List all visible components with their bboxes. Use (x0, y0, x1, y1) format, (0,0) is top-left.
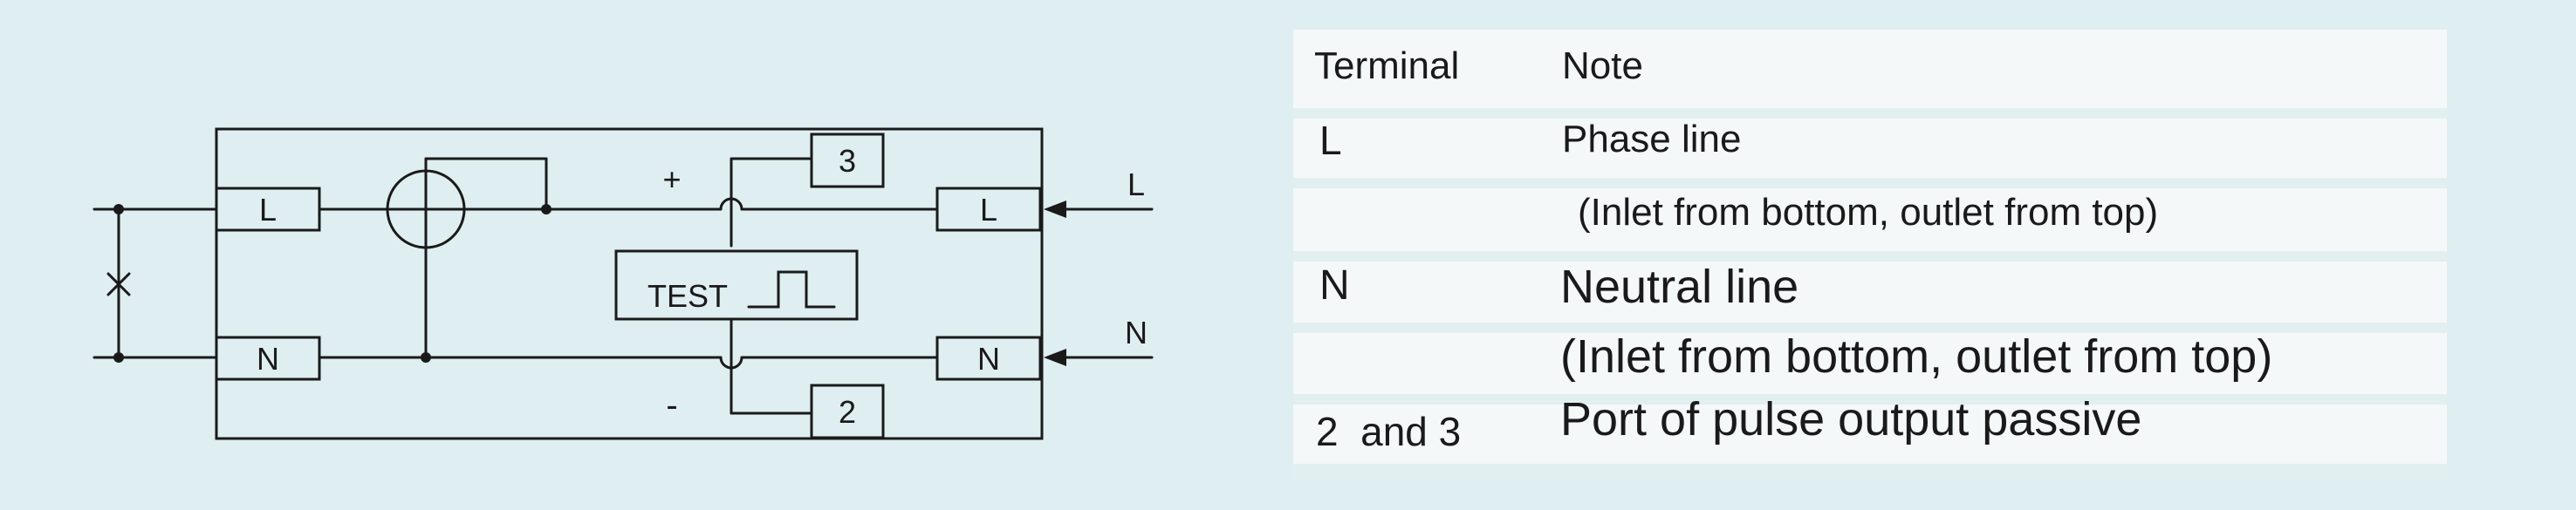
terminal-label-n-right: N (977, 341, 1000, 377)
row-note: Neutral line (1560, 261, 1799, 313)
header-note: Note (1562, 44, 1643, 87)
row-terminal: 2 and 3 (1316, 409, 1462, 454)
arrow-head-l (1044, 201, 1066, 218)
test-pulse-icon (747, 270, 836, 309)
row-note-detail: (Inlet from bottom, outlet from top) (1560, 330, 2273, 383)
terminal-label-l-left: L (259, 192, 277, 228)
pulse-port-3-label: 3 (839, 143, 856, 179)
row-divider (1293, 394, 2447, 405)
supply-label-n: N (1125, 315, 1148, 350)
terminal-box-l-right (935, 187, 1042, 232)
row-divider (1293, 108, 2447, 119)
meter-housing (215, 127, 1044, 440)
test-module-box (614, 249, 859, 321)
terminal-label-l-right: L (980, 192, 997, 228)
row-divider (1293, 178, 2447, 188)
arrow-head-n (1044, 349, 1066, 366)
row-terminal: N (1319, 262, 1350, 309)
junction-dot (421, 352, 431, 363)
pulse-port-2-label: 2 (839, 394, 856, 430)
terminal-label-n-left: N (257, 341, 279, 377)
header-terminal: Terminal (1314, 44, 1460, 87)
polarity-minus-label: - (666, 386, 677, 425)
junction-dot (541, 204, 552, 214)
row-divider (1293, 251, 2447, 262)
pulse-port-3-box (810, 133, 885, 188)
row-terminal: L (1319, 118, 1342, 163)
junction-dot (113, 204, 124, 214)
row-divider (1293, 464, 2447, 479)
terminal-table: Terminal Note L Phase line (Inlet from b… (1293, 30, 2447, 479)
row-divider (1293, 323, 2447, 333)
row-note: Phase line (1562, 118, 1742, 160)
supply-label-l: L (1127, 167, 1145, 202)
wiring-diagram: L N L N 3 2 + - TEST L N (92, 127, 1154, 440)
polarity-plus-label: + (662, 161, 681, 197)
pulse-port-2-box (810, 384, 885, 439)
row-note: Port of pulse output passive (1560, 393, 2142, 445)
junction-dot (113, 352, 124, 363)
bridge-cross-b (106, 272, 131, 296)
terminal-box-n-right (935, 336, 1042, 381)
row-note-detail: (Inlet from bottom, outlet from top) (1578, 191, 2159, 234)
test-label: TEST (647, 278, 728, 314)
